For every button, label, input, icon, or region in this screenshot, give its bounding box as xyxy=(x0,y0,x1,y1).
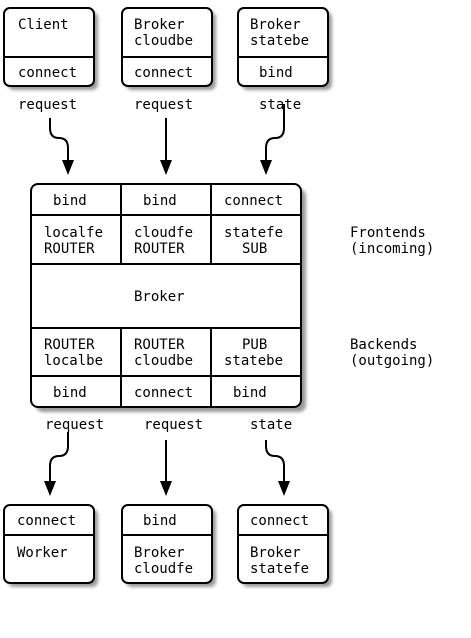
worker-title: Worker xyxy=(17,545,68,561)
top-flow-label-cloudbe: request xyxy=(134,97,193,113)
broker-statebe-title-line2: statebe xyxy=(250,33,309,49)
backends-label-line2: (outgoing) xyxy=(350,353,434,369)
frontend-cloudfe-line2: ROUTER xyxy=(134,241,185,257)
arrow-statebe-to-broker-statefe xyxy=(265,440,290,496)
frontend-socket-statefe: connect xyxy=(224,193,283,209)
broker-statebe-title-line1: Broker xyxy=(250,17,301,33)
arrow-client-to-localfe xyxy=(49,118,74,175)
frontend-localfe-line1: localfe xyxy=(44,225,103,241)
broker-cloudbe-socket: connect xyxy=(134,65,193,81)
bottom-flow-label-cloudbe: request xyxy=(144,417,203,433)
arrow-localbe-to-worker xyxy=(44,432,69,496)
top-box-client: Client connect xyxy=(3,7,98,90)
frontend-statefe-line1: statefe xyxy=(224,225,283,241)
frontend-socket-localfe: bind xyxy=(53,193,87,209)
broker-statefe-socket: connect xyxy=(250,513,309,529)
top-box-broker-statebe: Broker statebe bind xyxy=(237,7,332,90)
client-socket: connect xyxy=(18,65,77,81)
top-flow-label-statebe: state xyxy=(259,97,301,113)
backend-socket-statebe: bind xyxy=(233,385,267,401)
top-box-broker-cloudbe: Broker cloudbe connect xyxy=(121,7,216,90)
arrow-cloudbe-to-broker-cloudfe xyxy=(160,440,172,496)
broker-cloudbe-title-line1: Broker xyxy=(134,17,185,33)
backend-localbe-line2: localbe xyxy=(44,353,103,369)
frontend-localfe-line2: ROUTER xyxy=(44,241,95,257)
broker-box: bind bind connect localfe ROUTER cloudfe… xyxy=(30,183,306,412)
broker-cloudfe-socket: bind xyxy=(143,513,177,529)
frontend-statefe-line2: SUB xyxy=(242,241,267,257)
frontend-cloudfe-line1: cloudfe xyxy=(134,225,193,241)
client-title: Client xyxy=(18,17,69,33)
broker-cloudfe-title-line2: cloudfe xyxy=(134,561,193,577)
backend-statebe-line2: statebe xyxy=(224,353,283,369)
arrow-cloudbe-to-cloudfe xyxy=(160,118,172,175)
worker-socket: connect xyxy=(17,513,76,529)
frontends-label-line2: (incoming) xyxy=(350,241,434,257)
frontends-label-line1: Frontends xyxy=(350,225,426,241)
broker-label: Broker xyxy=(134,289,185,305)
backend-socket-localbe: bind xyxy=(53,385,87,401)
backends-label-line1: Backends xyxy=(350,337,417,353)
bottom-flow-label-localbe: request xyxy=(45,417,104,433)
bottom-box-broker-statefe: connect Broker statefe xyxy=(237,504,332,587)
bottom-box-broker-cloudfe: bind Broker cloudfe xyxy=(121,504,216,587)
broker-cloudfe-title-line1: Broker xyxy=(134,545,185,561)
top-flow-label-client: request xyxy=(18,97,77,113)
backend-cloudbe-line2: cloudbe xyxy=(134,353,193,369)
bottom-box-worker: connect Worker xyxy=(3,504,98,587)
arrow-statebe-to-statefe xyxy=(260,104,285,175)
broker-statefe-title-line1: Broker xyxy=(250,545,301,561)
broker-cloudbe-title-line2: cloudbe xyxy=(134,33,193,49)
broker-statebe-socket: bind xyxy=(259,65,293,81)
frontend-socket-cloudfe: bind xyxy=(143,193,177,209)
backend-socket-cloudbe: connect xyxy=(134,385,193,401)
backend-cloudbe-line1: ROUTER xyxy=(134,337,185,353)
broker-statefe-title-line2: statefe xyxy=(250,561,309,577)
bottom-flow-label-statebe: state xyxy=(250,417,292,433)
backend-statebe-line1: PUB xyxy=(242,337,267,353)
backend-localbe-line1: ROUTER xyxy=(44,337,95,353)
